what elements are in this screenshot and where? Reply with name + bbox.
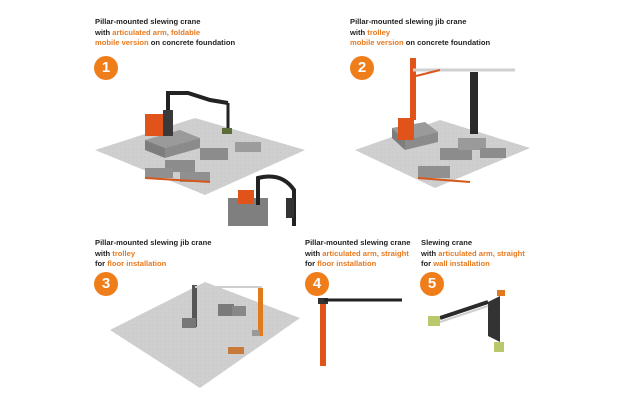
caption-1-line2-highlight: articulated arm, foldable <box>112 27 201 37</box>
caption-2-line2: with trolley <box>350 28 490 39</box>
caption-1-line1: Pillar-mounted slewing crane <box>95 17 201 26</box>
caption-3-line3: for floor installation <box>95 259 211 270</box>
caption-4-line3-highlight: floor installation <box>317 259 377 268</box>
caption-1-line2-plain: with <box>95 27 113 37</box>
caption-2-line2-plain: with <box>350 27 368 37</box>
crane-4-scene <box>318 298 402 366</box>
caption-3-line2-plain: with <box>95 248 113 258</box>
crane-2-scene <box>355 58 530 188</box>
caption-3-line2-highlight: trolley <box>112 248 136 258</box>
badge-5: 5 <box>420 272 444 296</box>
crane-5-scene <box>428 290 505 352</box>
caption-4-line3-plain: for <box>305 259 318 268</box>
caption-4-line2: with articulated arm, straight <box>305 249 411 260</box>
caption-1-line2: with articulated arm, foldable <box>95 28 235 39</box>
caption-3-line3-plain: for <box>95 259 108 268</box>
caption-3-line1: Pillar-mounted slewing jib crane <box>95 238 212 247</box>
caption-2-line2-highlight: trolley <box>367 27 391 37</box>
caption-2-line3-plain: on concrete foundation <box>403 38 491 47</box>
caption-5-line1: Slewing crane <box>421 238 473 247</box>
caption-2-line3-highlight: mobile version <box>350 38 404 47</box>
badge-3: 3 <box>94 272 118 296</box>
caption-1: Pillar-mounted slewing crane with articu… <box>95 17 235 49</box>
caption-3-line2: with trolley <box>95 249 211 260</box>
caption-5-line3: for wall installation <box>421 259 525 270</box>
caption-2: Pillar-mounted slewing jib crane with tr… <box>350 17 490 49</box>
caption-5: Slewing crane with articulated arm, stra… <box>421 238 525 270</box>
caption-3-line3-highlight: floor installation <box>107 259 167 268</box>
caption-2-line3: mobile version on concrete foundation <box>350 38 490 49</box>
caption-4: Pillar-mounted slewing crane with articu… <box>305 238 411 270</box>
caption-5-line3-plain: for <box>421 259 434 268</box>
caption-4-line1: Pillar-mounted slewing crane <box>305 238 411 247</box>
caption-3: Pillar-mounted slewing jib crane with tr… <box>95 238 211 270</box>
caption-5-line2-highlight: articulated arm, straight <box>438 248 525 258</box>
badge-4: 4 <box>305 272 329 296</box>
caption-4-line2-highlight: articulated arm, straight <box>322 248 409 258</box>
badge-1: 1 <box>94 56 118 80</box>
badge-2: 2 <box>350 56 374 80</box>
crane-1-scene <box>95 91 305 226</box>
caption-5-line2-plain: with <box>421 248 439 258</box>
caption-1-line3-highlight: mobile version <box>95 38 149 47</box>
caption-4-line2-plain: with <box>305 248 323 258</box>
crane-3-scene <box>110 282 300 388</box>
caption-1-line3-plain: on concrete foundation <box>148 38 236 47</box>
caption-4-line3: for floor installation <box>305 259 411 270</box>
caption-2-line1: Pillar-mounted slewing jib crane <box>350 17 467 26</box>
caption-5-line2: with articulated arm, straight <box>421 249 525 260</box>
caption-1-line3: mobile version on concrete foundation <box>95 38 235 49</box>
caption-5-line3-highlight: wall installation <box>433 259 490 268</box>
